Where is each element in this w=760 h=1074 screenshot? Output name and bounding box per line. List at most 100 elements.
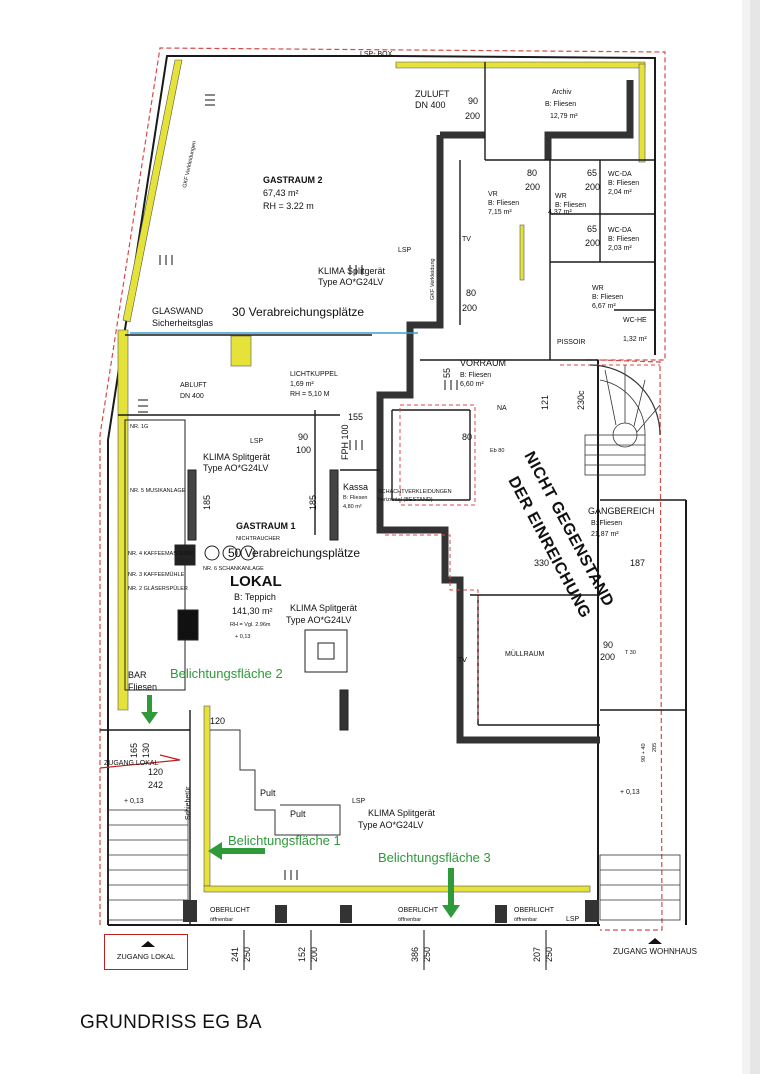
dim-b-250b: 250 [422,947,432,962]
dim-130: 130 [141,743,151,758]
zuluft-2: DN 400 [415,100,446,110]
bel2: Belichtungsfläche 2 [170,666,283,681]
level-left: + 0,13 [124,798,144,805]
lichtkuppel-l1: 1,69 m² [290,381,314,388]
dim-80-b: 80 [466,288,476,298]
dim-187: 187 [630,558,645,568]
wr2-area: 6,67 m² [592,303,616,310]
lokal-floor: B: Teppich [234,592,276,602]
schacht-1: SCHACHTVERKLEIDUNGEN [378,489,452,495]
wcda2-area: 2,03 m² [608,245,632,252]
wr1-name: WR [555,193,567,200]
glaeser-label: NR. 2 GLÄSERSPÜLER [128,585,188,592]
shaft-walls [376,80,634,744]
lokal-name: LOKAL [230,573,282,590]
gastraum2-name: GASTRAUM 2 [263,175,323,185]
dim-200-b: 200 [525,182,540,192]
stair-right [599,854,681,921]
archiv-floor: B: Fliesen [545,101,576,108]
schank-label: NR. 6 SCHANKANLAGE [203,566,264,572]
dim-90-a: 90 [468,96,478,106]
lokal-level: + 0,13 [235,634,250,640]
plan-title: GRUNDRISS EG BA [80,1012,262,1033]
bel3: Belichtungsfläche 3 [378,850,491,865]
lsp-label-4: LSP [566,916,580,923]
dim-185-r: 185 [308,495,318,510]
klima1-line2: Type AO*G24LV [318,277,383,287]
zugang-red: ZUGANG LOKAL [104,760,159,767]
dim-200-e: 200 [462,303,477,313]
dim-100: 100 [296,445,311,455]
lsp-box: LSP- BOX [360,51,393,58]
dim-80-a: 80 [527,168,537,178]
inner-outlines [385,364,660,720]
bel1: Belichtungsfläche 1 [228,833,341,848]
vr-area: 7,15 m² [488,209,512,216]
dim-90-40: 90 + 40 [641,743,647,762]
lsp-label-3: LSP [352,798,366,805]
windows [183,900,599,923]
lokal-height: RH = Vgl. 2.96m [230,622,271,628]
klima1-line1: KLIMA Splitgerät [318,266,386,276]
glaswand-1: GLASWAND [152,306,204,316]
dim-330: 330 [534,558,549,568]
dim-80-c: 80 [462,432,472,442]
rotated-labels: GKF Verkleidungen GKF Verkleidung FPH 10… [182,141,617,820]
schiebetuer-label: Schiebetür [185,786,192,820]
gastraum2-area: 67,43 m² [263,188,299,198]
wche-name: WC-HE [623,317,647,324]
archiv-name: Archiv [552,89,572,96]
dim-b-241: 241 [230,947,240,962]
kassa-name: Kassa [343,482,368,492]
dim-55: 55 [442,368,452,378]
dim-t30: T 30 [625,650,636,656]
pissoir-name: PISSOIR [557,339,585,346]
nr1-label: NR. 1G [130,424,148,430]
room-labels: GASTRAUM 2 67,43 m² RH = 3.22 m KLIMA Sp… [104,51,655,923]
dim-eb80: Eb 80 [490,448,504,454]
gastraum2-height: RH = 3.22 m [263,201,314,211]
vr-name: VR [488,191,498,198]
entry-lokal-label: ZUGANG LOKAL [116,952,176,961]
oeffnen-2: öffnenbar [398,917,421,923]
lichtkuppel-name: LICHTKUPPEL [290,371,338,378]
daylight-arrows [141,695,460,918]
property-boundary [99,47,666,931]
pult-1: Pult [290,809,306,819]
interior-walls [100,62,686,925]
entry-lokal-triangle-icon [141,941,155,947]
gang-name: GANGBEREICH [588,506,655,516]
dim-121: 121 [540,395,550,410]
gang-floor: B: Fliesen [591,520,622,527]
lokal-area: 141,30 m² [232,606,273,616]
vent-arrows [138,94,458,880]
dim-200-f: 200 [600,652,615,662]
tv-label-1: TV [462,236,471,243]
klima3-line1: KLIMA Splitgerät [290,603,358,613]
archiv-area: 12,79 m² [550,113,578,120]
gkf-label-1: GKF Verkleidungen [182,141,198,189]
tv-label-2: TV [458,657,467,664]
level-right: + 0,13 [620,789,640,796]
na-label: NA [497,405,507,412]
vorraum-area: 6,60 m² [460,381,484,388]
dim-200-a: 200 [465,111,480,121]
dim-b-200: 200 [309,947,319,962]
kassa-area: 4,80 m² [343,504,362,510]
wr1-area: 4,37 m² [548,209,572,216]
gastraum1-note: NICHTRAUCHER [236,536,280,542]
bar-counter [124,419,349,731]
dim-242: 242 [148,780,163,790]
wcda1-floor: B: Fliesen [608,180,639,187]
wr1-floor: B: Fliesen [555,202,586,209]
dim-b-386: 386 [410,947,420,962]
dim-b-250a: 250 [242,947,252,962]
entry-lokal: ZUGANG LOKAL [104,934,188,970]
kassa-floor: B: Fliesen [343,495,367,501]
vorraum-floor: B: Fliesen [460,372,491,379]
gang-area: 21,87 m² [591,531,619,538]
entry-wohnhaus: ZUGANG WOHNHAUS [600,938,710,956]
dim-120-b: 120 [148,767,163,777]
oberlicht-2: OBERLICHT [398,907,439,914]
bar-name: BAR [128,670,147,680]
